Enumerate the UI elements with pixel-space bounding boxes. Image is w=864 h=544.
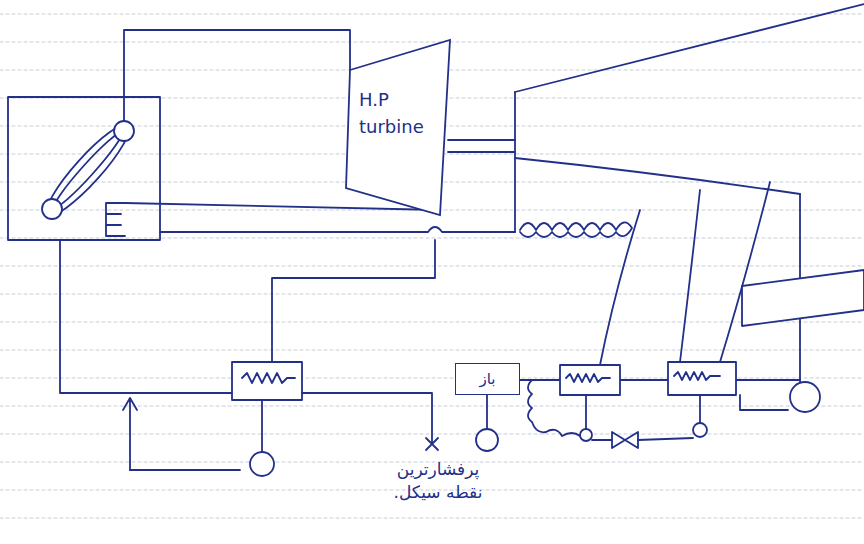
note-label: پرفشارترین نقطه سیکل.: [384, 458, 492, 504]
open-heater-box: باز: [455, 363, 520, 395]
node-text: باز: [476, 368, 500, 391]
node-text: H.P turbine: [359, 86, 439, 140]
turbine-trapezoid: H.P turbine: [345, 38, 453, 218]
trapezoid-shape: [346, 40, 450, 215]
